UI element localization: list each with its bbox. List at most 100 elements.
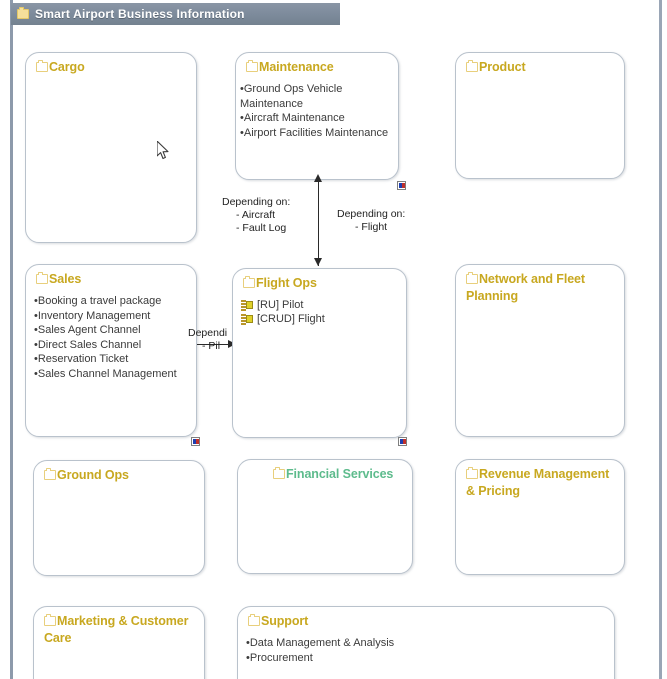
list-item: •Procurement	[246, 651, 610, 666]
class-item: [CRUD] Flight	[241, 313, 402, 326]
bullet-icon: •	[34, 353, 38, 365]
package-items-maintenance: •Ground Ops Vehicle Maintenance •Aircraf…	[240, 82, 394, 140]
list-item-label: Direct Sales Channel	[37, 338, 142, 351]
package-name: Revenue Management & Pricing	[466, 467, 610, 498]
bullet-icon: •	[34, 324, 38, 336]
bullet-icon: •	[34, 309, 38, 322]
package-financial-services[interactable]: Financial Services	[237, 459, 413, 574]
package-name: Marketing & Customer Care	[44, 614, 189, 645]
connector-label-maintenance: Depending on: - Aircraft - Fault Log	[222, 196, 290, 235]
list-item: •Direct Sales Channel	[34, 338, 192, 353]
window-title: Smart Airport Business Information	[35, 7, 245, 21]
bullet-icon: •	[34, 367, 38, 380]
package-marketing-and-customer-care[interactable]: Marketing & Customer Care	[33, 606, 205, 679]
list-item-label: Sales Agent Channel	[37, 324, 141, 336]
list-item-label: Aircraft Maintenance	[243, 112, 345, 124]
list-item-label: Airport Facilities Maintenance	[243, 126, 389, 139]
class-item-label: [CRUD] Flight	[257, 313, 325, 325]
diagram-marker-icon-sales[interactable]	[191, 437, 200, 446]
folder-icon	[36, 272, 48, 284]
window-title-bar[interactable]: Smart Airport Business Information	[11, 3, 340, 25]
package-sales[interactable]: Sales •Booking a travel package •Invento…	[25, 264, 197, 437]
list-item: •Ground Ops Vehicle Maintenance	[240, 82, 394, 111]
package-cargo[interactable]: Cargo	[25, 52, 197, 243]
list-item: •Sales Channel Management	[34, 367, 192, 382]
package-name: Ground Ops	[57, 468, 129, 482]
package-support[interactable]: Support •Data Management & Analysis •Pro…	[237, 606, 615, 679]
list-item-label: Data Management & Analysis	[249, 637, 395, 649]
list-item: •Aircraft Maintenance	[240, 111, 394, 126]
folder-icon	[248, 614, 260, 626]
diagram-marker-icon-maintenance[interactable]	[397, 181, 406, 190]
package-ground-ops[interactable]: Ground Ops	[33, 460, 205, 576]
list-item-label: Booking a travel package	[37, 295, 162, 307]
package-title-network-and-fleet-planning: Network and Fleet Planning	[466, 271, 616, 305]
list-item: •Airport Facilities Maintenance	[240, 126, 394, 141]
package-title-revenue-management-and-pricing: Revenue Management & Pricing	[466, 466, 616, 500]
package-title-financial-services: Financial Services	[273, 466, 404, 483]
list-item-label: Inventory Management	[37, 309, 151, 322]
list-item: •Inventory Management	[34, 309, 192, 324]
folder-icon	[44, 614, 56, 626]
connector-label-line: - Aircraft	[236, 209, 276, 221]
folder-icon	[243, 276, 255, 288]
connector-label-line: - Flight	[355, 221, 388, 233]
diagram-marker-icon-flight-ops[interactable]	[398, 437, 407, 446]
connector-label-sales: Dependi - Pil	[188, 327, 233, 355]
mouse-cursor	[156, 140, 170, 160]
package-name: Product	[479, 60, 526, 74]
package-title-product: Product	[466, 59, 616, 76]
package-items-sales: •Booking a travel package •Inventory Man…	[34, 294, 192, 381]
class-item: [RU] Pilot	[241, 299, 402, 312]
package-network-and-fleet-planning[interactable]: Network and Fleet Planning	[455, 264, 625, 437]
folder-icon	[273, 467, 285, 479]
package-items-support: •Data Management & Analysis •Procurement	[246, 636, 610, 665]
package-maintenance[interactable]: Maintenance •Ground Ops Vehicle Maintena…	[235, 52, 399, 180]
bullet-icon: •	[34, 338, 38, 351]
package-revenue-management-and-pricing[interactable]: Revenue Management & Pricing	[455, 459, 625, 575]
connector-label-line: Depending on:	[222, 196, 291, 208]
package-name: Maintenance	[259, 60, 334, 74]
package-title-cargo: Cargo	[36, 59, 188, 76]
frame-left-border	[10, 0, 13, 679]
class-icon	[241, 300, 253, 311]
package-name: Support	[261, 614, 309, 628]
package-name: Sales	[49, 272, 82, 286]
bullet-icon: •	[240, 126, 244, 139]
bullet-icon: •	[246, 651, 250, 664]
folder-icon	[466, 272, 478, 284]
folder-icon	[36, 60, 48, 72]
connector-label-line: Dependi	[188, 327, 228, 339]
package-product[interactable]: Product	[455, 52, 625, 179]
package-flight-ops[interactable]: Flight Ops [RU] Pilot [CRUD] Flight	[232, 268, 407, 438]
connector-label-line: Depending on:	[337, 208, 406, 220]
list-item-label: Procurement	[249, 651, 313, 664]
arrow-down-icon	[314, 258, 322, 266]
class-icon	[241, 314, 253, 325]
list-item: •Data Management & Analysis	[246, 636, 610, 651]
package-title-support: Support	[248, 613, 606, 630]
bullet-icon: •	[246, 637, 250, 649]
connector-line-sales-flightops	[197, 344, 237, 345]
list-item-label: Ground Ops Vehicle Maintenance	[240, 83, 343, 110]
frame-right-border	[659, 0, 662, 679]
connector-label-line: - Fault Log	[236, 222, 287, 234]
bullet-icon: •	[240, 112, 244, 124]
package-title-sales: Sales	[36, 271, 188, 288]
package-title-maintenance: Maintenance	[246, 59, 390, 76]
folder-icon	[44, 468, 56, 480]
folder-icon	[466, 467, 478, 479]
package-name: Flight Ops	[256, 276, 317, 290]
folder-icon	[466, 60, 478, 72]
connector-label-flightops: Depending on: - Flight	[337, 208, 405, 234]
connector-label-line: - Pil	[202, 340, 221, 352]
list-item: •Sales Agent Channel	[34, 323, 192, 338]
package-title-ground-ops: Ground Ops	[44, 467, 196, 484]
package-name: Cargo	[49, 60, 85, 74]
list-item-label: Reservation Ticket	[37, 353, 129, 365]
class-item-label: [RU] Pilot	[257, 299, 304, 311]
folder-icon	[246, 60, 258, 72]
package-title-marketing-and-customer-care: Marketing & Customer Care	[44, 613, 196, 647]
package-name: Financial Services	[286, 467, 394, 481]
